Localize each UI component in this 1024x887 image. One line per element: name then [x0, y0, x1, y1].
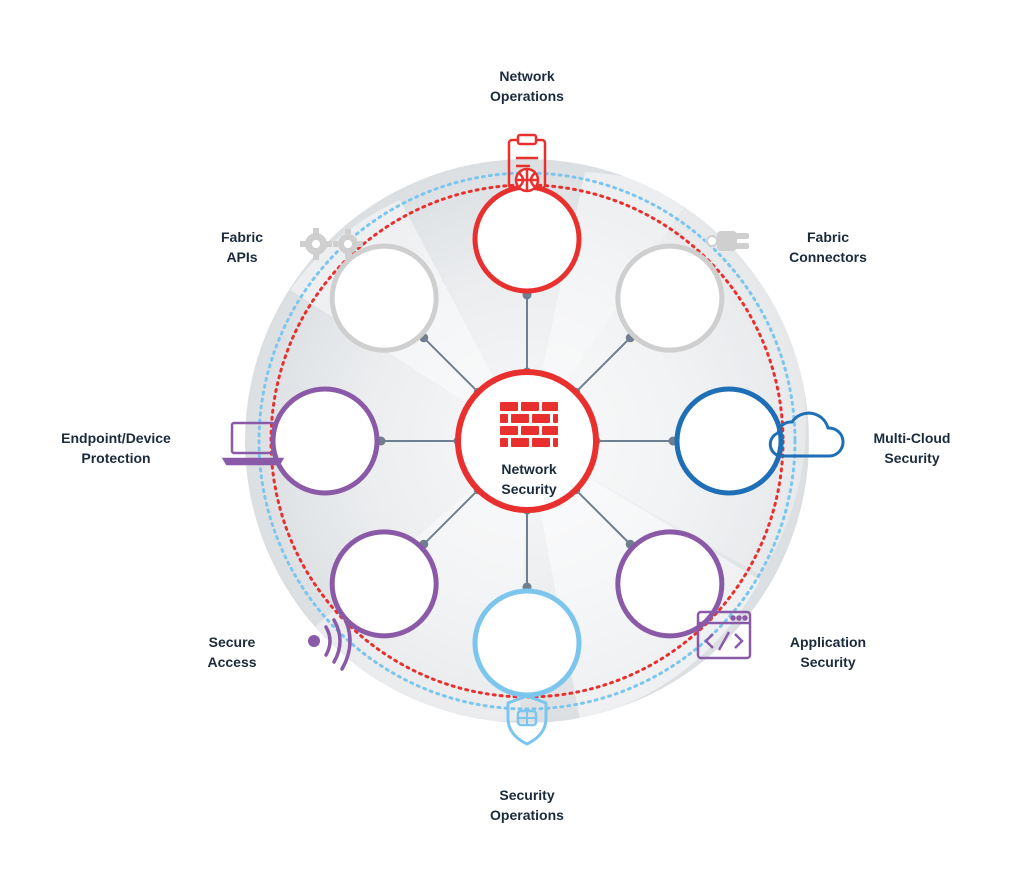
label-fabric-apis: Fabric APIs	[182, 227, 302, 267]
label-network-operations: Network Operations	[467, 66, 587, 106]
label-endpoint-device-protection: Endpoint/Device Protection	[48, 428, 184, 468]
node-fabric-apis[interactable]	[329, 243, 439, 353]
wireless-signal-icon	[308, 611, 352, 671]
connector-application-security	[575, 489, 631, 545]
code-window-icon	[696, 610, 752, 660]
shield-icon	[506, 694, 548, 746]
node-circles	[270, 184, 784, 698]
label-line: Fabric	[806, 229, 849, 245]
laptop-icon	[221, 421, 285, 466]
label-line: Multi-Cloud	[873, 430, 951, 446]
node-multi-cloud-security[interactable]	[674, 386, 784, 496]
label-security-operations: Security Operations	[467, 785, 587, 825]
label-line: Secure	[208, 634, 256, 650]
gears-icon	[300, 228, 363, 260]
center-label: Network Security	[462, 459, 596, 499]
node-secure-access[interactable]	[329, 529, 439, 639]
label-line: Security	[800, 654, 856, 670]
clipboard-globe-icon	[507, 133, 547, 193]
center-label-line1: Network	[501, 461, 557, 477]
plug-connector-icon	[705, 231, 749, 251]
connector-fabric-connectors	[575, 337, 631, 393]
label-line: Protection	[81, 450, 151, 466]
label-line: APIs	[226, 249, 258, 265]
label-line: Application	[789, 634, 867, 650]
node-endpoint-device-protection[interactable]	[270, 386, 380, 496]
label-line: Fabric	[220, 229, 263, 245]
label-fabric-connectors: Fabric Connectors	[768, 227, 888, 267]
firewall-icon	[500, 402, 558, 447]
cloud-icon	[768, 411, 845, 458]
label-secure-access: Secure Access	[172, 632, 292, 672]
label-line: Connectors	[789, 249, 867, 265]
label-multi-cloud-security: Multi-Cloud Security	[852, 428, 972, 468]
connector-secure-access	[423, 489, 479, 545]
connector-fabric-apis	[423, 337, 479, 393]
node-application-security[interactable]	[615, 529, 725, 639]
node-security-operations[interactable]	[472, 588, 582, 698]
label-line: Network	[499, 68, 555, 84]
node-network-operations[interactable]	[472, 184, 582, 294]
label-line: Security	[884, 450, 940, 466]
label-application-security: Application Security	[768, 632, 888, 672]
label-line: Access	[207, 654, 257, 670]
center-label-line2: Security	[501, 481, 557, 497]
label-line: Security	[499, 787, 555, 803]
label-line: Operations	[490, 807, 564, 823]
label-line: Operations	[490, 88, 564, 104]
node-fabric-connectors[interactable]	[615, 243, 725, 353]
label-line: Endpoint/Device	[61, 430, 171, 446]
